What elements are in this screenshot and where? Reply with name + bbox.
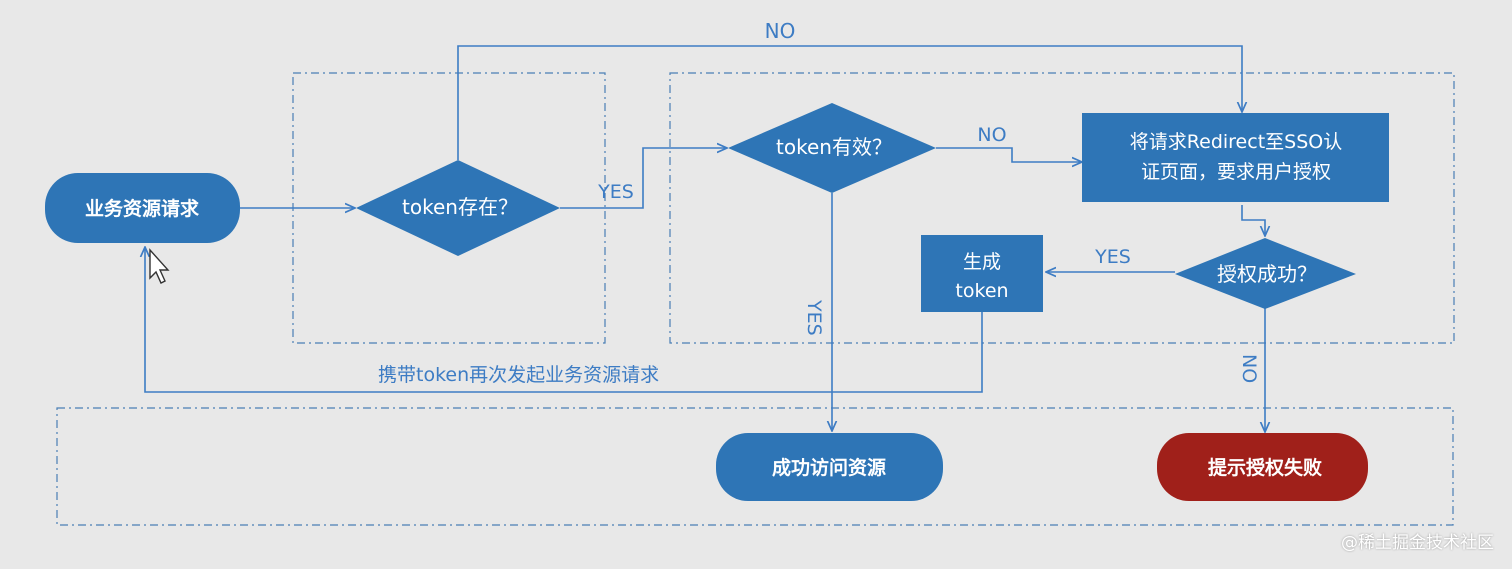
node-redirect-sso-line1: 将请求Redirect至SSO认	[1130, 131, 1342, 153]
node-generate-token-line1: 生成	[963, 251, 1001, 273]
edge-exists-yes-to-valid	[560, 148, 727, 209]
node-auth-failed-label: 提示授权失败	[1208, 456, 1322, 479]
node-token-valid-label: token有效？	[776, 135, 892, 159]
node-token-exists	[356, 160, 560, 256]
node-access-success-label: 成功访问资源	[772, 456, 886, 479]
mouse-cursor-icon	[149, 248, 170, 284]
edge-redirect-to-auth	[1241, 205, 1265, 236]
node-token-exists-label: token存在？	[402, 195, 518, 219]
group-box-results	[56, 407, 1454, 526]
edge-label-no-auth: NO	[1238, 354, 1260, 383]
node-generate-token-line2: token	[955, 280, 1008, 302]
node-business-request	[45, 173, 240, 243]
edge-label-yes-exists: YES	[597, 181, 634, 203]
node-token-valid	[728, 103, 936, 193]
edge-label-yes-valid: YES	[803, 299, 825, 336]
edge-label-retry: 携带token再次发起业务资源请求	[378, 364, 659, 386]
node-access-success	[716, 433, 943, 501]
node-auth-success-label: 授权成功？	[1217, 262, 1317, 286]
edge-label-yes-auth: YES	[1094, 246, 1131, 268]
node-auth-success	[1175, 238, 1356, 309]
node-generate-token	[921, 235, 1043, 312]
edge-label-no-valid: NO	[977, 124, 1006, 146]
edge-generate-to-request	[145, 247, 983, 393]
node-redirect-sso-line2: 证页面，要求用户授权	[1141, 161, 1331, 183]
node-redirect-sso	[1082, 113, 1389, 202]
node-business-request-label: 业务资源请求	[85, 197, 200, 220]
node-auth-failed	[1157, 433, 1368, 501]
watermark: @稀土掘金技术社区	[1341, 533, 1494, 553]
edge-label-no-top: NO	[765, 19, 796, 43]
group-box-validation	[669, 72, 1455, 344]
edge-exists-no-to-redirect	[457, 45, 1242, 160]
edge-valid-no-to-redirect	[936, 147, 1082, 162]
